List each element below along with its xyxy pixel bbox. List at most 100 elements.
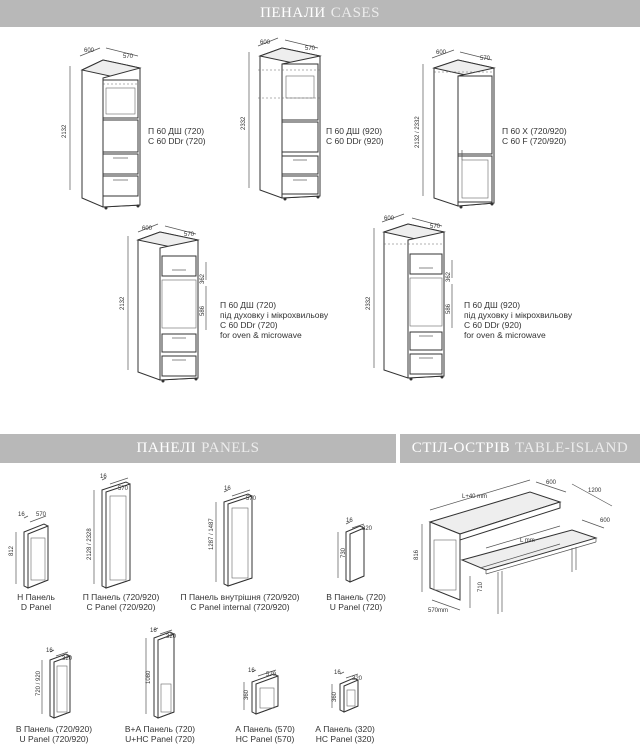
panel-1-ua: Н Панель: [17, 592, 55, 602]
panels-header-en: PANELS: [201, 440, 260, 456]
case-1-label: П 60 ДШ (720) С 60 DDr (720): [148, 126, 206, 146]
island-L40: L+40 mm: [462, 494, 487, 500]
case-1-depth: 570: [123, 54, 134, 60]
panel-6-ua: В+А Панель (720): [124, 724, 196, 734]
panel-4-en: U Panel (720): [329, 602, 383, 612]
panel-4-width: 320: [362, 526, 373, 532]
panel-4-drawing: [337, 521, 365, 583]
panel-8-en: HC Panel (320): [315, 734, 375, 744]
case-4-line4: for oven & microwave: [220, 330, 302, 340]
panel-5-ua: В Панель (720/920): [15, 724, 93, 734]
panel-7-thickness: 16: [248, 668, 255, 674]
panel-5-en: U Panel (720/920): [19, 734, 89, 744]
panel-7-drawing: [243, 669, 279, 715]
case-4-size-1: 362: [200, 273, 206, 284]
panel-5-height: 720 / 920: [36, 670, 42, 696]
panel-6-height: 1080: [146, 670, 152, 684]
panel-8-height: 360: [332, 691, 338, 702]
panel-2-ua: П Панель (720/920): [82, 592, 160, 602]
panel-4-caption: В Панель (720) U Panel (720): [316, 592, 396, 612]
case-4-label: П 60 ДШ (720) під духовку і мікрохвильов…: [220, 300, 328, 340]
cases-header-ua: ПЕНАЛИ: [260, 5, 326, 21]
case-3-drawing: [422, 49, 496, 209]
case-4-code: П 60 ДШ (720): [220, 300, 277, 310]
case-1-height: 2132: [62, 124, 68, 138]
island-height-710: 710: [478, 581, 484, 592]
panel-2-en: C Panel (720/920): [86, 602, 156, 612]
panel-3-height: 1287 / 1487: [209, 518, 215, 550]
panel-1-thickness: 16: [18, 512, 25, 518]
panel-6-drawing: [145, 627, 175, 719]
island-L: L mm: [520, 538, 535, 544]
panel-8-drawing: [331, 671, 359, 713]
case-5-code2: С 60 DDr (920): [464, 320, 522, 330]
panel-7-height: 360: [244, 689, 250, 700]
island-depth-600b: 600: [600, 518, 611, 524]
cases-header: ПЕНАЛИ CASES: [0, 0, 640, 27]
island-header: СТІЛ-ОСТРІВ TABLE-ISLAND: [400, 434, 640, 463]
panel-6-width: 320: [166, 634, 177, 640]
panel-2-width: 570: [118, 486, 129, 492]
panel-7-ua: А Панель (570): [235, 724, 295, 734]
case-2-height: 2332: [241, 116, 247, 130]
panel-8-ua: А Панель (320): [315, 724, 375, 734]
case-5-code: П 60 ДШ (920): [464, 300, 521, 310]
panel-3-width: 570: [246, 496, 257, 502]
panel-7-en: HC Panel (570): [235, 734, 295, 744]
panel-6-thickness: 16: [150, 628, 157, 634]
panel-5-thickness: 16: [46, 648, 53, 654]
island-header-ua: СТІЛ-ОСТРІВ: [411, 440, 511, 456]
case-3-height: 2132 / 2332: [415, 116, 421, 148]
case-4-size-2: 586: [200, 305, 206, 316]
case-4-code2: С 60 DDr (720): [220, 320, 278, 330]
panel-1-height: 812: [9, 545, 15, 556]
case-1-width: 600: [84, 48, 95, 54]
case-2-label: П 60 ДШ (920) С 60 DDr (920): [326, 126, 384, 146]
case-3-label: П 60 Х (720/920) С 60 F (720/920): [502, 126, 567, 146]
case-4-height: 2132: [120, 296, 126, 310]
panel-2-caption: П Панель (720/920) C Panel (720/920): [66, 592, 176, 612]
panel-3-caption: П Панель внутрішня (720/920) C Panel int…: [170, 592, 310, 612]
panel-1-width: 570: [36, 512, 47, 518]
case-3-depth: 570: [480, 56, 491, 62]
island-width-570: 570mm: [428, 608, 448, 614]
case-5-line2: під духовку і мікрохвильову: [464, 310, 573, 320]
case-4-width: 600: [142, 226, 153, 232]
panel-8-caption: А Панель (320) HC Panel (320): [302, 724, 388, 744]
panel-5-drawing: [41, 649, 71, 719]
case-4-depth: 570: [184, 232, 195, 238]
case-3-code: П 60 Х (720/920): [502, 126, 567, 136]
panels-header: ПАНЕЛІ PANELS: [0, 434, 396, 463]
case-5-height: 2332: [366, 296, 372, 310]
table-island-drawing: [421, 479, 613, 614]
panel-7-width: 570: [266, 672, 277, 678]
panel-2-height: 2128 / 2328: [87, 528, 93, 560]
cases-header-en: CASES: [330, 5, 380, 21]
case-5-size-2: 586: [446, 303, 452, 314]
panel-8-width: 320: [352, 676, 363, 682]
island-depth-1200: 1200: [588, 488, 602, 494]
case-5-size-1: 362: [446, 271, 452, 282]
case-2-width: 600: [260, 40, 271, 46]
panel-4-ua: В Панель (720): [326, 592, 386, 602]
case-2-drawing: [248, 37, 322, 201]
case-1-drawing: [69, 47, 142, 210]
panel-3-en: C Panel internal (720/920): [190, 602, 290, 612]
panel-6-en: U+HC Panel (720): [125, 734, 195, 744]
panel-7-caption: А Панель (570) HC Panel (570): [222, 724, 308, 744]
case-5-depth: 570: [430, 224, 441, 230]
island-height-816: 816: [414, 549, 420, 560]
panel-5-caption: В Панель (720/920) U Panel (720/920): [2, 724, 106, 744]
case-3-code2: С 60 F (720/920): [502, 136, 567, 146]
island-header-en: TABLE-ISLAND: [515, 440, 629, 456]
panel-4-thickness: 16: [346, 518, 353, 524]
case-2-depth: 570: [305, 46, 316, 52]
case-1-code2: С 60 DDr (720): [148, 136, 206, 146]
case-4-line2: під духовку і мікрохвильову: [220, 310, 329, 320]
case-5-drawing: [373, 213, 453, 381]
case-3-width: 600: [436, 50, 447, 56]
panel-2-thickness: 16: [100, 474, 107, 480]
case-5-width: 600: [384, 216, 395, 222]
case-2-code2: С 60 DDr (920): [326, 136, 384, 146]
